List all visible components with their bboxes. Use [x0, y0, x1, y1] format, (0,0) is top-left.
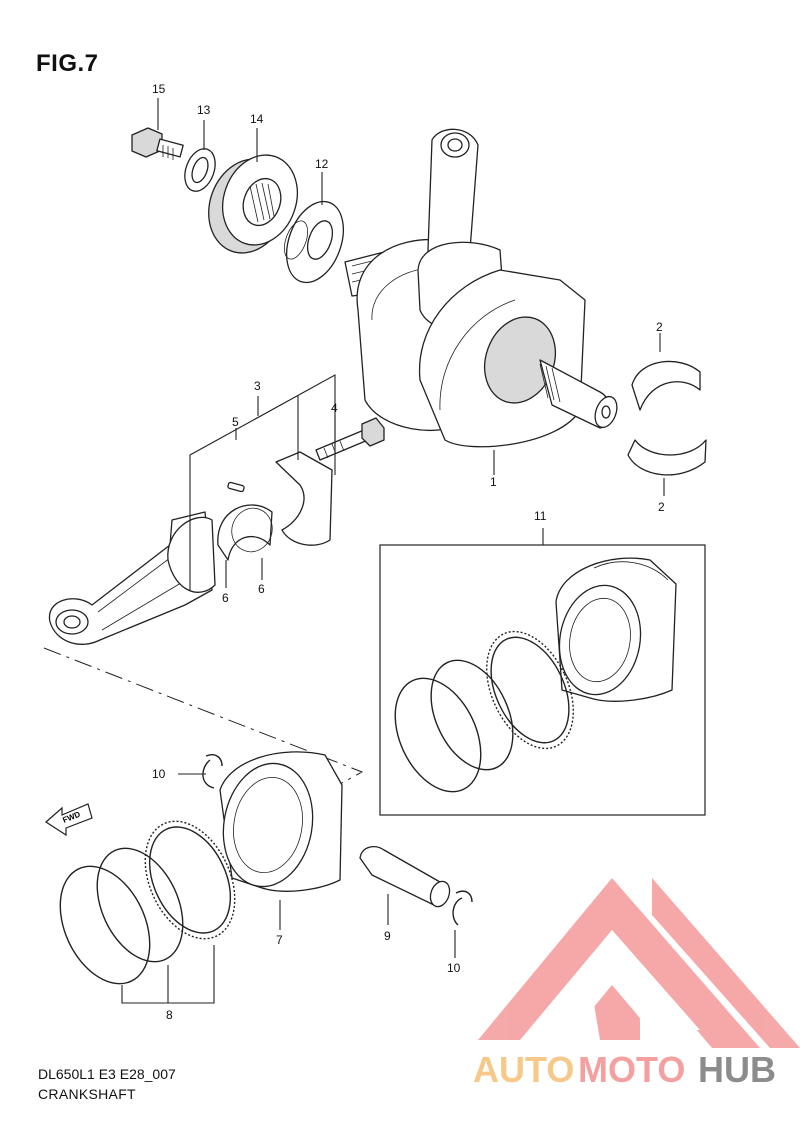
callout-14: 14 [250, 112, 264, 126]
callout-9: 9 [384, 929, 391, 943]
part-9-piston-pin [359, 846, 451, 908]
figure-title: FIG.7 [36, 50, 99, 77]
watermark-text: AUTO MOTO HUB [473, 1049, 776, 1090]
callout-3: 3 [254, 379, 261, 393]
diagram-name: CRANKSHAFT [38, 1086, 136, 1102]
part-2-bearings [627, 360, 707, 476]
callout-5: 5 [232, 415, 239, 429]
box-11-piston-set [379, 528, 706, 816]
callout-2-top: 2 [656, 320, 663, 334]
callout-1: 1 [490, 475, 497, 489]
part-10-circlip-upper [202, 754, 223, 789]
watermark-moto: MOTO [578, 1049, 685, 1090]
callout-11: 11 [534, 509, 547, 523]
callout-12: 12 [315, 157, 329, 171]
part-3-connecting-rod [48, 451, 333, 645]
part-14-gear [208, 154, 298, 254]
callout-labels: 15 13 14 12 2 2 1 3 4 5 6 6 11 10 7 9 10… [152, 82, 665, 1022]
watermark-hub: HUB [698, 1049, 776, 1090]
callout-15: 15 [152, 82, 166, 96]
watermark-auto: AUTO [473, 1049, 574, 1090]
part-1-crankshaft [344, 128, 618, 448]
callout-10-lower: 10 [447, 961, 461, 975]
callout-6-left: 6 [222, 591, 229, 605]
callout-6-right: 6 [258, 582, 265, 596]
part-8-piston-rings [59, 820, 236, 1004]
part-10-circlip-lower [452, 890, 473, 926]
callout-4: 4 [331, 401, 338, 415]
part-7-piston [219, 751, 343, 892]
diagram-code: DL650L1 E3 E28_007 [38, 1066, 176, 1082]
callout-13: 13 [197, 103, 211, 117]
leader-lines [157, 98, 665, 958]
part-4-bolt [315, 417, 385, 461]
watermark-logo [478, 878, 800, 1048]
callout-7: 7 [276, 933, 283, 947]
fwd-arrow-icon: FWD [45, 803, 93, 837]
part-13-washer [184, 148, 216, 192]
part-12-washer [283, 200, 344, 284]
callout-8: 8 [166, 1008, 173, 1022]
callout-10-upper: 10 [152, 767, 166, 781]
part-15-bolt [131, 127, 184, 160]
callout-2-bottom: 2 [658, 500, 665, 514]
